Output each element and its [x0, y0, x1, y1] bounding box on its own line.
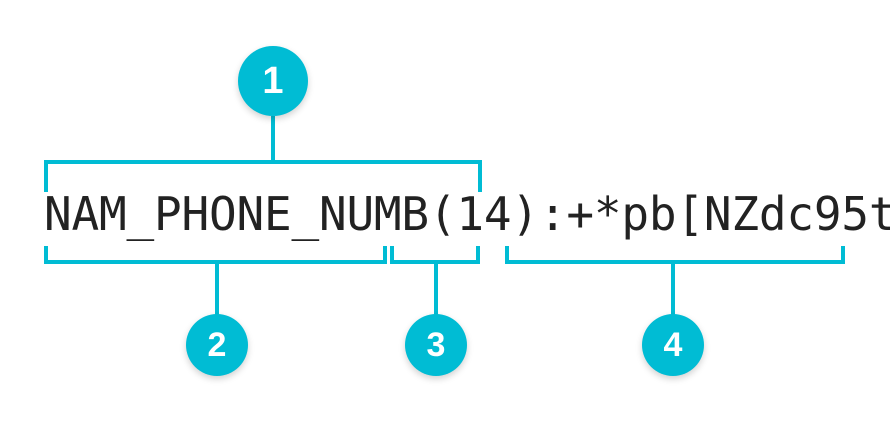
annotation-badge-1[interactable]: 1 [238, 46, 308, 116]
bracket-4-left-arm [505, 246, 509, 264]
bracket-1-bar [44, 160, 482, 164]
bracket-2-left-arm [44, 246, 48, 264]
bracket-1-right-arm [478, 160, 482, 192]
annotation-badge-2[interactable]: 2 [186, 314, 248, 376]
bracket-3-left-arm [390, 246, 394, 264]
bracket-2-right-arm [383, 246, 387, 264]
bracket-3-right-arm [476, 246, 480, 264]
bracket-3-stem [434, 260, 438, 316]
bracket-1-stem [271, 116, 275, 162]
annotation-badge-3[interactable]: 3 [405, 314, 467, 376]
bracket-4-bar [505, 260, 845, 264]
bracket-1-left-arm [44, 160, 48, 192]
code-string: NAM_PHONE_NUMB(14):+*pb[NZdc95tLB [44, 187, 890, 241]
annotation-badge-4[interactable]: 4 [642, 314, 704, 376]
bracket-4-right-arm [841, 246, 845, 264]
bracket-2-stem [215, 260, 219, 316]
bracket-4-stem [671, 260, 675, 316]
